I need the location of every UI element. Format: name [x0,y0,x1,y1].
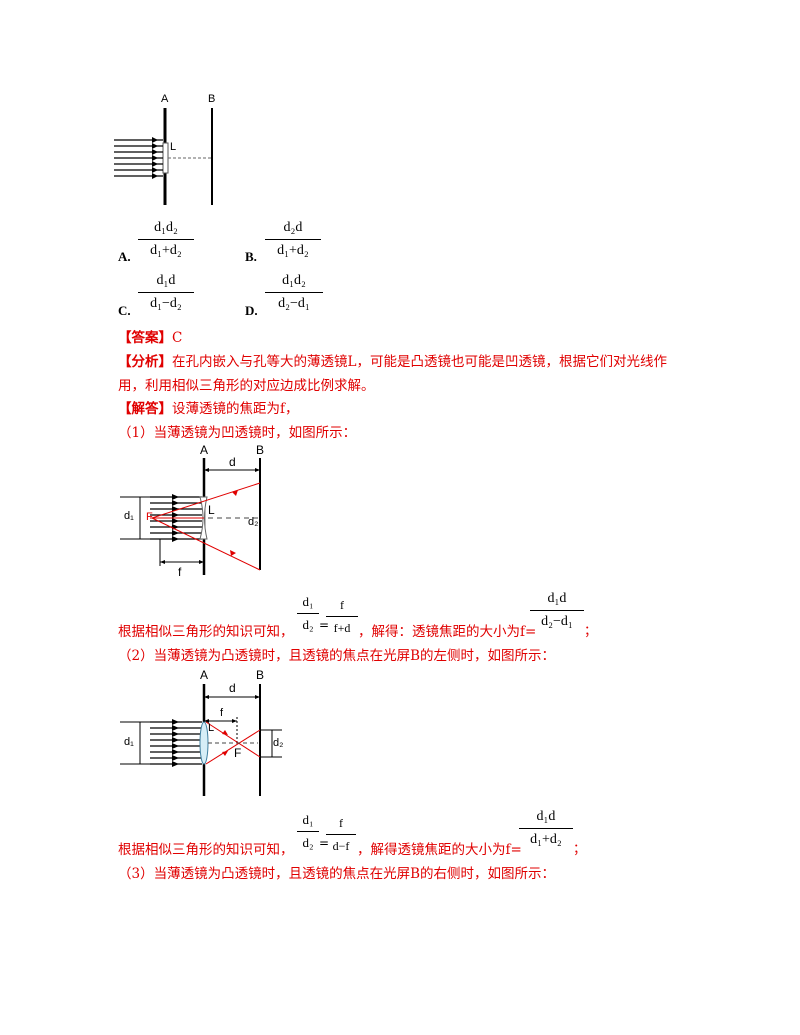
case1-text-1: 根据相似三角形的知识可知， [118,624,294,640]
case1-end: ； [584,624,598,639]
fig2-label-d1: d₁ [124,510,134,522]
case3-title: （3）当薄透镜为凸透镜时，且透镜的焦点在光屏B的右侧时，如图所示： [118,866,556,882]
fig2-label-a: A [200,443,209,457]
answer-value: C [172,330,183,346]
fig1-label-b: B [208,93,216,105]
fig3-label-f: f [220,707,224,719]
solution-line: 【解答】设薄透镜的焦距为f， [118,401,299,417]
fig2-label-l: L [208,503,215,517]
fig3-label-d2: d₂ [273,737,284,749]
solution-tag: 【解答】 [118,401,172,417]
fig3-label-b: B [256,668,265,682]
case1-title: （1）当薄透镜为凹透镜时，如图所示： [118,425,357,441]
analysis-line-2: 用，利用相似三角形的对应边成比例求解。 [118,378,375,394]
fig3-label-focus: F [234,746,242,760]
option-d-letter: D. [245,303,258,318]
case1-equals: = [319,618,330,632]
answer-tag: 【答案】 [118,330,172,346]
arrowheads [152,137,158,179]
fig3-label-d: d [229,681,236,695]
case2-equals: = [319,836,330,850]
analysis-tag: 【分析】 [118,354,172,370]
case2-text-2: ，解得透镜焦距的大小为f= [357,842,522,858]
fig2-label-f: f [178,565,182,579]
fig1-label-a: A [161,93,169,105]
fig3-label-l: L [208,722,215,734]
option-a-letter: A. [118,249,131,264]
fig2-label-focus: F [146,511,153,523]
option-c-letter: C. [118,303,131,318]
fig2-label-d2: d₂ [248,516,259,528]
case2-text-1: 根据相似三角形的知识可知， [118,842,294,858]
fig2-label-b: B [256,443,265,457]
fig3-label-d1: d₁ [124,736,134,748]
fig3-label-a: A [200,668,209,682]
answer-line: 【答案】C [118,326,182,346]
analysis-line-1: 【分析】在孔内嵌入与孔等大的薄透镜L，可能是凸透镜也可能是凹透镜，根据它们对光线… [118,354,667,370]
option-b-letter: B. [245,249,257,264]
case2-title: （2）当薄透镜为凸透镜时，且透镜的焦点在光屏B的左侧时，如图所示： [118,648,556,664]
case1-text-2: ，解得：透镜焦距的大小为f= [358,624,537,640]
case2-end: ； [573,842,587,857]
fig1-label-l: L [170,141,177,153]
fig2-label-d: d [229,455,236,469]
